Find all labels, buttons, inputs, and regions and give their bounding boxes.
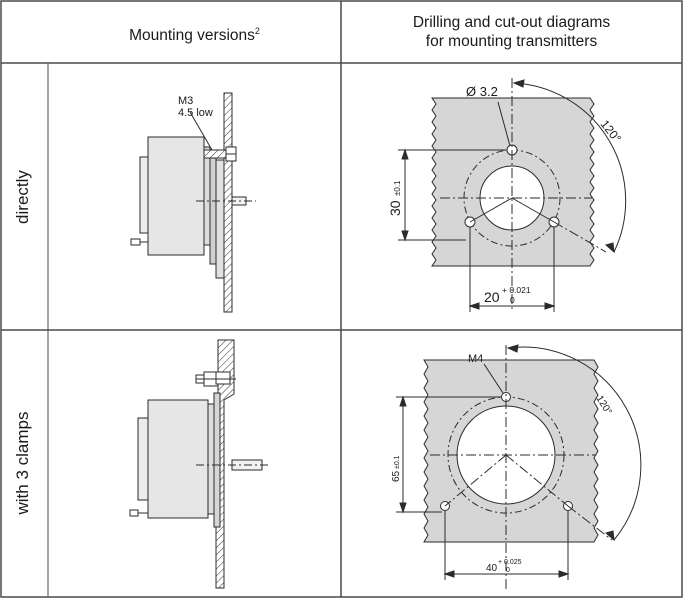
callout-4-5-low: 4.5 low	[178, 107, 213, 119]
encoder-rear-cap	[139, 156, 149, 234]
horizontal-tol-upper-direct: + 0.021	[502, 285, 531, 295]
vertical-tol-direct: ±0.1	[393, 180, 402, 196]
clamp-drilling-diagram	[396, 344, 642, 590]
header-mounting-versions: Mounting versions2	[48, 22, 341, 45]
horizontal-dim-clamp: 40	[486, 563, 498, 574]
hole-diameter-label: Ø 3.2	[466, 84, 498, 99]
header-drilling-line-1: Drilling and cut-out diagrams	[412, 14, 611, 31]
vertical-dim-direct: 30	[387, 200, 403, 216]
vertical-tol-clamp: ±0.1	[394, 455, 401, 469]
horizontal-dim-direct: 20	[484, 289, 500, 305]
header-mounting-versions-text: Mounting versions	[129, 27, 255, 45]
horizontal-tol-upper-clamp: + 0.025	[498, 559, 522, 566]
vertical-dim-clamp: 65	[391, 470, 402, 482]
direct-mount-drawing	[130, 92, 256, 313]
row-label-directly: directly	[13, 170, 32, 224]
horizontal-tol-lower-clamp: 0	[506, 567, 510, 574]
row-label-with-3-clamps: with 3 clamps	[13, 411, 32, 515]
encoder-body	[147, 136, 205, 256]
thread-label: M4	[468, 353, 483, 365]
direct-drilling-diagram	[398, 78, 627, 312]
header-drilling-diagrams: Drilling and cut-out diagrams for mounti…	[341, 13, 682, 51]
encoder-body-clamp	[147, 399, 209, 519]
screw	[203, 149, 227, 159]
header-drilling-line-2: for mounting transmitters	[425, 33, 598, 50]
mounting-plate	[223, 92, 233, 313]
angle-label-direct: 120°	[598, 117, 624, 145]
clamp-mount-drawing	[129, 339, 270, 589]
horizontal-tol-lower-direct: 0	[510, 295, 515, 305]
callout-m3: M3	[178, 95, 193, 107]
header-footnote-mark: 2	[254, 26, 260, 36]
